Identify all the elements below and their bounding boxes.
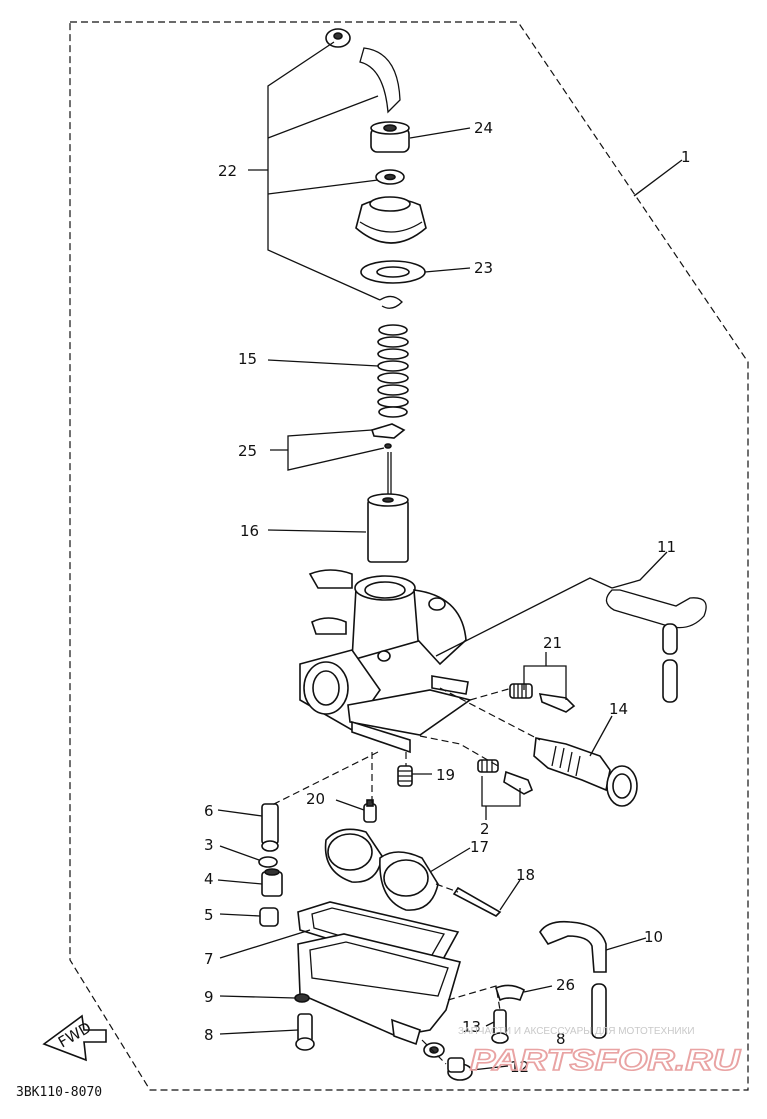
label-8: 8 [204, 1026, 214, 1044]
float-17 [324, 828, 439, 911]
label-5: 5 [204, 906, 214, 924]
washer-right [423, 1042, 445, 1058]
drain-screw-12 [447, 1057, 473, 1081]
label-8-right: 8 [556, 1030, 566, 1048]
label-24: 24 [474, 119, 493, 137]
float-chamber-bowl [297, 933, 462, 1046]
cap-nut [325, 28, 351, 48]
label-11: 11 [657, 538, 676, 556]
label-12: 12 [510, 1058, 529, 1076]
label-17: 17 [470, 838, 489, 856]
needle-retainer-25 [370, 423, 406, 498]
plug-9 [294, 993, 310, 1003]
label-26: 26 [556, 976, 575, 994]
label-9: 9 [204, 988, 214, 1006]
label-22: 22 [218, 162, 237, 180]
screw-13 [491, 1009, 509, 1044]
label-23: 23 [474, 259, 493, 277]
label-15: 15 [238, 350, 257, 368]
jet-needle-19 [397, 765, 413, 787]
cable-adjuster-24 [370, 121, 410, 153]
nut-small [375, 169, 405, 185]
label-13: 13 [462, 1018, 481, 1036]
washer-3 [258, 856, 278, 868]
pilot-screw-21 [509, 683, 576, 713]
label-10: 10 [644, 928, 663, 946]
label-21: 21 [543, 634, 562, 652]
label-1: 1 [681, 148, 691, 166]
gasket-23 [360, 260, 426, 284]
needle-jet-4 [261, 868, 283, 897]
label-2: 2 [480, 820, 490, 838]
clamp-26 [495, 984, 526, 1002]
fuel-hose-11 [605, 589, 707, 703]
starter-plunger-14 [533, 737, 638, 807]
label-14: 14 [609, 700, 628, 718]
label-3: 3 [204, 836, 214, 854]
leader-lines [217, 41, 683, 1071]
screw-8 [295, 1013, 315, 1051]
main-jet-6 [261, 803, 279, 852]
label-25: 25 [238, 442, 257, 460]
float-pin-18 [452, 886, 502, 917]
pilot-jet-20 [363, 799, 377, 823]
throttle-valve-16 [367, 493, 409, 563]
label-18: 18 [516, 866, 535, 884]
cable-elbow [359, 47, 401, 114]
label-6: 6 [204, 802, 214, 820]
fwd-arrow-icon: FWD [42, 1014, 107, 1062]
watermark-brand: PARTSFOR.RU [470, 1044, 742, 1077]
clip-ring [379, 295, 403, 309]
hose-10 [539, 920, 607, 1039]
mixing-chamber-top [355, 196, 427, 244]
idle-screw-2 [477, 759, 534, 795]
plug-5 [259, 907, 279, 927]
drawing-code: 3BK110-8070 [16, 1085, 102, 1100]
assembly-outline [69, 21, 749, 1091]
label-16: 16 [240, 522, 259, 540]
carburetor-body [299, 569, 472, 754]
watermark-caption: ЗАПЧАСТИ И АКСЕССУАРЫ ДЛЯ МОТОТЕХНИКИ [458, 1026, 695, 1037]
label-7: 7 [204, 950, 214, 968]
label-19: 19 [436, 766, 455, 784]
label-20: 20 [306, 790, 325, 808]
throttle-spring-15 [377, 324, 409, 418]
label-4: 4 [204, 870, 214, 888]
